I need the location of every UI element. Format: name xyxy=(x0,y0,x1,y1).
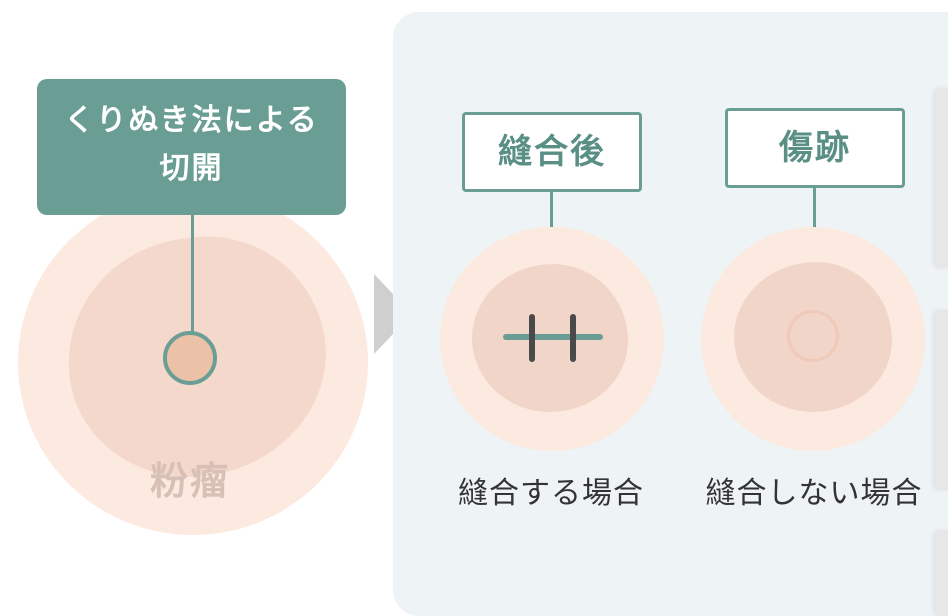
stitch-mark xyxy=(570,314,576,362)
stitch-mark xyxy=(529,314,535,362)
cyst-label: 粉瘤 xyxy=(149,459,230,503)
incision-method-label: くりぬき法による 切開 xyxy=(37,79,346,215)
incision-point xyxy=(163,331,217,385)
sutured-connector xyxy=(550,192,553,230)
side-tab xyxy=(935,310,948,490)
scar-connector xyxy=(813,188,816,230)
side-tab xyxy=(935,530,948,616)
label-connector xyxy=(191,214,194,332)
scar-ring xyxy=(787,310,839,362)
unsutured-caption: 縫合しない場合 xyxy=(705,476,923,511)
scar-tag: 傷跡 xyxy=(725,108,905,188)
sutured-tag: 縫合後 xyxy=(462,112,642,192)
suture-line xyxy=(503,334,603,340)
incision-label-line2: 切開 xyxy=(159,151,224,186)
side-tab xyxy=(935,88,948,268)
incision-label-line1: くりぬき法による xyxy=(64,103,319,138)
sutured-caption: 縫合する場合 xyxy=(458,476,644,511)
